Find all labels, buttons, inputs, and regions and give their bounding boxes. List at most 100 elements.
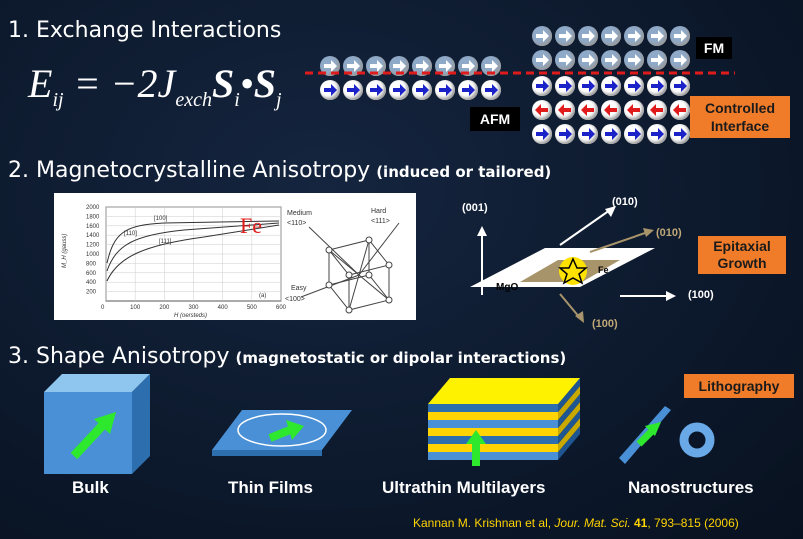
multilayer-layer-side [558,394,580,428]
graph-y-tick: 1600 [86,224,100,230]
axis-010-label: (010) [612,196,638,208]
caption-nanostructures: Nanostructures [628,478,754,497]
spin-arrow-icon [481,80,501,100]
spin-arrow-icon [458,80,478,100]
cube-directions-diagram: Medium <110> Hard <111> Easy <100> [285,208,400,314]
curve-label-111: [111] [159,239,172,245]
multilayer-layer-side [558,386,580,420]
spin-arrow-icon [343,80,363,100]
section1-heading: 1. Exchange Interactions [8,18,282,43]
graph-x-tick: 100 [130,305,141,311]
spin-arrow-icon [647,76,667,96]
bulk-cube-illustration [44,374,150,474]
spin-arrow-icon [481,56,501,76]
axis-100-gold-label: (100) [592,318,618,330]
multilayer-layer-side [558,378,580,412]
spin-arrow-icon [624,76,644,96]
spin-arrow-icon [578,100,598,120]
graph-x-tick: 400 [218,305,229,311]
spin-arrow-icon [389,56,409,76]
spin-arrow-icon [458,56,478,76]
graph-y-tick: 1200 [86,243,100,249]
medium-direction: <110> [287,220,306,227]
spin-arrow-icon [366,56,386,76]
spin-arrow-icon [412,56,432,76]
spin-arrow-icon [412,80,432,100]
spin-arrow-icon [624,124,644,144]
multilayer-layer-side [558,410,580,444]
multilayer-layer [428,420,558,428]
spin-arrow-icon [624,100,644,120]
multilayer-layer [428,444,558,452]
spin-arrow-icon [532,76,552,96]
spin-arrow-icon [555,76,575,96]
multilayer-layer-side [558,418,580,452]
spin-arrow-icon [435,80,455,100]
easy-label: Easy [291,285,307,292]
multilayer-layer [428,404,558,412]
spin-arrow-icon [578,26,598,46]
graph-x-tick: 500 [247,305,258,311]
spin-arrow-icon [670,50,690,70]
multilayer-layer-side [558,426,580,460]
easy-direction: <100> [285,296,305,303]
spin-arrow-icon [320,80,340,100]
graph-x-tick: 0 [101,305,105,311]
mgo-label: MgO [496,282,519,293]
multilayer-layer [428,412,558,420]
multilayer-illustration [428,378,580,466]
spin-arrow-icon [601,100,621,120]
hard-direction: <111> [371,218,390,225]
spin-arrow-icon [647,100,667,120]
thin-film-illustration [212,410,352,456]
interface-dashed-line [305,71,735,75]
graph-y-tick: 800 [86,261,97,267]
graph-y-tick: 2000 [86,205,100,211]
fe-label: Fe [240,213,262,238]
spin-arrow-icon [532,26,552,46]
spin-arrow-icon [389,80,409,100]
spin-arrow-icon [647,26,667,46]
multilayer-layer [428,452,558,460]
epitaxy-diagram [470,206,676,323]
medium-label: Medium [287,210,312,217]
spin-arrow-icon [601,76,621,96]
citation: Kannan M. Krishnan et al, Jour. Mat. Sci… [413,516,739,530]
caption-ultrathin-multilayers: Ultrathin Multilayers [382,478,546,497]
graph-x-tick: 600 [276,305,287,311]
multilayer-layer-side [558,402,580,436]
multilayer-layer [428,428,558,436]
spin-arrow-icon [624,26,644,46]
exchange-equation: Eij = −2JexchSi•Sj [28,61,282,111]
spin-arrow-icon [532,124,552,144]
multilayer-top [428,378,580,404]
spin-arrow-icon [366,80,386,100]
spin-arrow-icon [555,50,575,70]
spin-arrow-icon [647,124,667,144]
spin-arrow-icon [555,26,575,46]
fm-label: FM [696,37,732,59]
spin-arrow-icon [343,56,363,76]
spin-arrow-icon [532,100,552,120]
spin-arrow-icon [670,124,690,144]
axis-001-label: (001) [462,202,488,214]
spin-arrow-icon [578,76,598,96]
graph-xlabel: H (oersteds) [174,313,207,319]
graph-x-tick: 300 [189,305,200,311]
spin-arrow-icon [601,50,621,70]
spin-arrow-icon [601,26,621,46]
spin-arrow-icon [670,26,690,46]
axis-010-gold-label: (010) [656,227,682,239]
caption-thin-films: Thin Films [228,478,313,497]
graph-x-tick: 200 [159,305,170,311]
hard-label: Hard [371,208,386,215]
graph-y-tick: 200 [86,290,97,296]
afm-label: AFM [470,107,520,131]
spin-arrow-icon [670,76,690,96]
graph-ylabel: M_H (gauss) [62,234,68,268]
multilayer-layer [428,436,558,444]
graph-y-tick: 400 [86,280,97,286]
